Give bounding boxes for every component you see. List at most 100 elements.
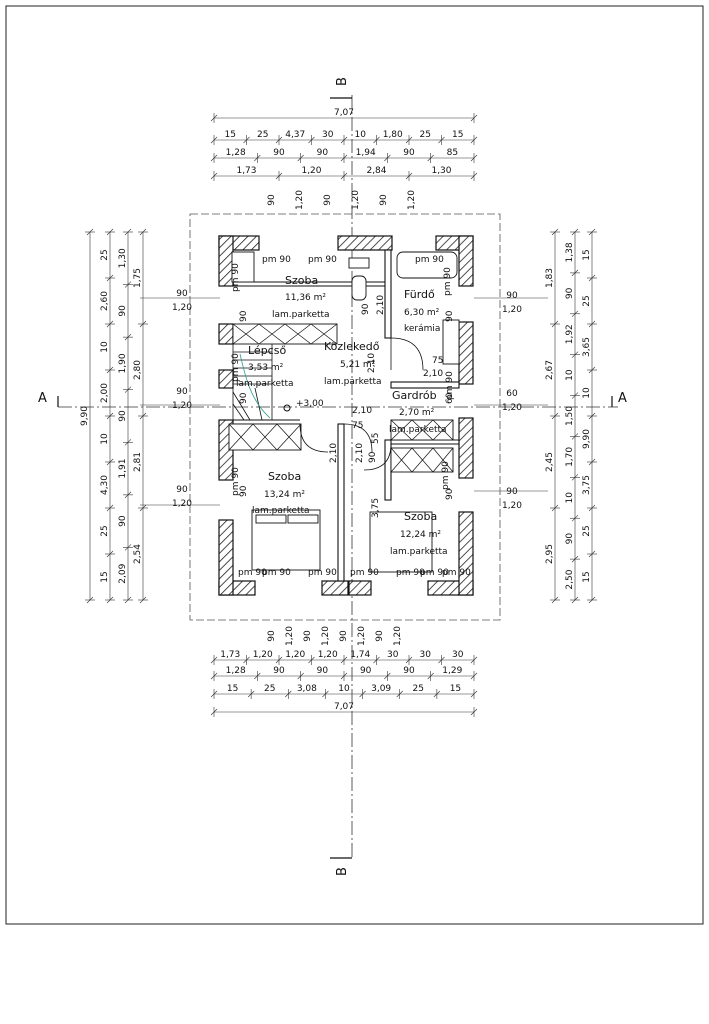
section-a-left: A bbox=[38, 391, 47, 406]
window-tag: pm 90 bbox=[238, 568, 267, 578]
window-dimension-bottom: 1,20 bbox=[321, 626, 331, 646]
inner-dimension: 2,10 bbox=[367, 353, 377, 373]
room-area: 2,70 m² bbox=[399, 408, 435, 418]
window-tag: pm 90 bbox=[415, 255, 444, 265]
room-floor: lam.parketta bbox=[390, 547, 448, 557]
dimension-top: 1,30 bbox=[431, 166, 451, 176]
dimension-left: 25 bbox=[100, 249, 110, 260]
room-name: Szoba bbox=[285, 274, 318, 287]
dimension-top: 1,20 bbox=[301, 166, 321, 176]
dimension-bottom: 7,07 bbox=[334, 702, 354, 712]
dimension-right: 25 bbox=[582, 525, 592, 536]
room-label-szoba-3: Szoba 12,24 m² lam.parketta bbox=[390, 510, 448, 557]
window-dimension-bottom: 1,20 bbox=[285, 626, 295, 646]
window-tag: pm 90 bbox=[445, 371, 455, 400]
dimension-bottom: 1,29 bbox=[442, 666, 462, 676]
dimension-left: 90 bbox=[118, 410, 128, 422]
fixtures bbox=[231, 251, 460, 573]
cabinet-crosses bbox=[228, 323, 454, 473]
window-tag: pm 90 bbox=[443, 267, 453, 296]
room-label-kozlekedo: Közlekedő 5,21 m² lam.parketta bbox=[324, 340, 382, 387]
dimension-right: 90 bbox=[565, 533, 575, 545]
window-dimension-bottom: 1,20 bbox=[393, 626, 403, 646]
window-tag: pm 90 bbox=[308, 568, 337, 578]
window-dimension-top: 1,20 bbox=[295, 190, 305, 210]
window-tag: pm 90 bbox=[308, 255, 337, 265]
room-floor: lam.parketta bbox=[272, 310, 330, 320]
window-tag: pm 90 bbox=[442, 568, 471, 578]
dimension-bottom: 3,08 bbox=[297, 684, 317, 694]
window-tag: pm 90 bbox=[231, 467, 241, 496]
room-label-furdo: Fürdő 6,30 m² kerámia bbox=[404, 288, 440, 334]
room-area: 6,30 m² bbox=[404, 308, 440, 318]
dimension-top: 1,80 bbox=[383, 130, 403, 140]
dimension-top: 4,37 bbox=[285, 130, 305, 140]
dimension-bottom: 1,73 bbox=[220, 650, 240, 660]
window-tag: pm 90 bbox=[262, 255, 291, 265]
inner-dimension: 2,10 bbox=[376, 295, 386, 315]
room-label-szoba-1: Szoba 11,36 m² lam.parketta bbox=[272, 274, 330, 320]
window-tags: pm 90 pm 90 pm 90 pm 90 pm 90 pm 90 pm 90 pm 90… bbox=[231, 255, 471, 578]
inner-dimension: 2,10 bbox=[352, 406, 372, 416]
dimension-left: 10 bbox=[100, 433, 110, 445]
dimension-right: 2,67 bbox=[545, 360, 555, 380]
dimension-right: 10 bbox=[565, 492, 575, 504]
room-name: Szoba bbox=[268, 470, 301, 483]
dimension-bottom: 90 bbox=[317, 666, 329, 676]
dimension-bottom: 15 bbox=[450, 684, 461, 694]
dimension-right: 10 bbox=[582, 387, 592, 399]
dimension-right: 2,95 bbox=[545, 544, 555, 564]
room-floor: lam.parketta bbox=[252, 506, 310, 516]
inner-dimension: 90 bbox=[445, 310, 455, 322]
window-tag: pm 90 bbox=[396, 568, 425, 578]
window-dimension-left: 1,20 bbox=[172, 401, 192, 411]
window-dimension-top: 90 bbox=[267, 194, 277, 206]
dimension-right: 25 bbox=[582, 295, 592, 306]
window-dimension-left: 90 bbox=[176, 289, 188, 299]
dimension-right: 1,50 bbox=[565, 406, 575, 426]
dimension-left: 1,30 bbox=[118, 248, 128, 268]
dimension-bottom: 15 bbox=[227, 684, 238, 694]
dimension-left: 10 bbox=[100, 341, 110, 353]
dimension-right: 15 bbox=[582, 571, 592, 582]
outer-walls bbox=[218, 235, 474, 596]
roof-outline bbox=[189, 213, 501, 621]
window-dimension-top: 1,20 bbox=[407, 190, 417, 210]
dimension-bottom: 30 bbox=[420, 650, 432, 660]
inner-dimension: 90 bbox=[361, 303, 371, 315]
room-name: Közlekedő bbox=[324, 340, 380, 353]
dimension-right: 9,90 bbox=[582, 429, 592, 449]
dimension-right: 1,70 bbox=[565, 447, 575, 467]
room-label-szoba-2: Szoba 13,24 m² lam.parketta bbox=[252, 470, 310, 516]
section-b-bottom: B bbox=[335, 867, 350, 876]
window-dimension-right: 90 bbox=[506, 291, 518, 301]
dimension-right: 1,83 bbox=[545, 268, 555, 288]
dimension-bottom: 30 bbox=[452, 650, 464, 660]
dimension-left: 4,30 bbox=[100, 475, 110, 495]
section-a-right: A bbox=[618, 391, 627, 406]
room-area: 3,53 m² bbox=[248, 363, 284, 373]
dimension-bottom: 1,20 bbox=[253, 650, 273, 660]
room-area: 5,21 m² bbox=[340, 360, 376, 370]
dimension-right: 3,75 bbox=[582, 475, 592, 495]
room-floor: lam.parketta bbox=[389, 425, 447, 435]
window-dimension-bottom: 1,20 bbox=[357, 626, 367, 646]
staircase bbox=[232, 344, 273, 421]
window-dimension-top: 90 bbox=[379, 194, 389, 206]
dimension-right: 2,50 bbox=[565, 569, 575, 589]
window-tag: pm 90 bbox=[231, 263, 241, 292]
dimension-top: 90 bbox=[317, 148, 329, 158]
dimension-bottom: 3,09 bbox=[371, 684, 391, 694]
dimension-right: 3,65 bbox=[582, 337, 592, 357]
inner-dimension: 2,10 bbox=[423, 369, 443, 379]
section-lines bbox=[58, 95, 618, 858]
room-name: Fürdő bbox=[404, 288, 435, 301]
dimension-right: 90 bbox=[565, 287, 575, 299]
window-tag: pm 90 bbox=[441, 461, 451, 490]
sheet-frame bbox=[5, 5, 704, 925]
window-dimension-left: 1,20 bbox=[172, 499, 192, 509]
inner-dimension: 75 bbox=[352, 421, 363, 431]
window-tag: pm 90 bbox=[350, 568, 379, 578]
